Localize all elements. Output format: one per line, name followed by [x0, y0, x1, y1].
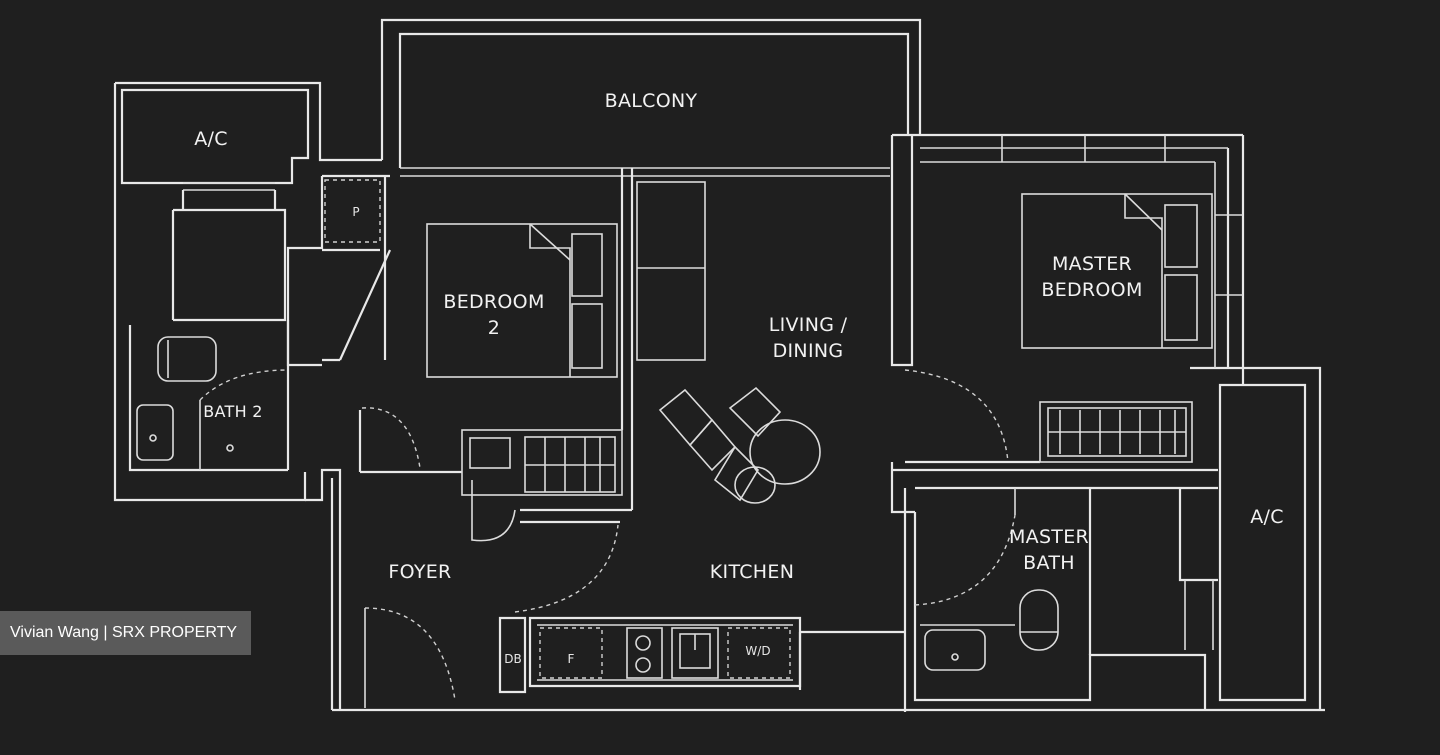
- bed-master: [1021, 193, 1213, 349]
- room-labels: BALCONY A/C A/C BEDROOM 2 MASTER BEDROOM…: [194, 90, 1284, 583]
- outer-walls: [113, 18, 1325, 712]
- label-master-bath-line2: BATH: [1023, 552, 1075, 574]
- kitchen-fixtures: [539, 627, 791, 679]
- master-window-band: [892, 133, 1243, 368]
- fixture-labels: P DB F W/D: [352, 205, 770, 666]
- door-swings: [199, 369, 1016, 708]
- label-bath2: BATH 2: [203, 402, 263, 421]
- furniture: [136, 179, 1213, 679]
- label-wd: W/D: [745, 644, 770, 658]
- label-f: F: [568, 652, 575, 666]
- master-bath-fixtures: [920, 589, 1059, 671]
- bath2-fixtures: [136, 336, 234, 461]
- label-ac-left: A/C: [194, 128, 228, 150]
- label-ac-right: A/C: [1250, 506, 1284, 528]
- interior-walls: [286, 135, 1218, 712]
- label-db: DB: [504, 652, 521, 666]
- bedroom2-wardrobe: [461, 429, 623, 496]
- watermark: Vivian Wang | SRX PROPERTY: [0, 611, 251, 655]
- label-bedroom2-line2: 2: [488, 317, 500, 339]
- dining-set: [658, 386, 821, 504]
- label-balcony: BALCONY: [605, 90, 698, 112]
- label-bedroom2-line1: BEDROOM: [443, 291, 544, 313]
- master-wardrobe: [1039, 401, 1193, 463]
- label-kitchen: KITCHEN: [710, 561, 794, 583]
- label-master-bedroom-line2: BEDROOM: [1041, 279, 1142, 301]
- living-shelf: [636, 181, 706, 361]
- label-master-bedroom-line1: MASTER: [1052, 253, 1132, 275]
- label-master-bath-line1: MASTER: [1009, 526, 1089, 548]
- label-living-line2: DINING: [773, 340, 844, 362]
- shaft-p: [324, 179, 381, 243]
- bed-bedroom-2: [426, 223, 618, 378]
- label-foyer: FOYER: [388, 561, 451, 583]
- label-p: P: [352, 205, 359, 219]
- label-living-line1: LIVING /: [769, 314, 848, 336]
